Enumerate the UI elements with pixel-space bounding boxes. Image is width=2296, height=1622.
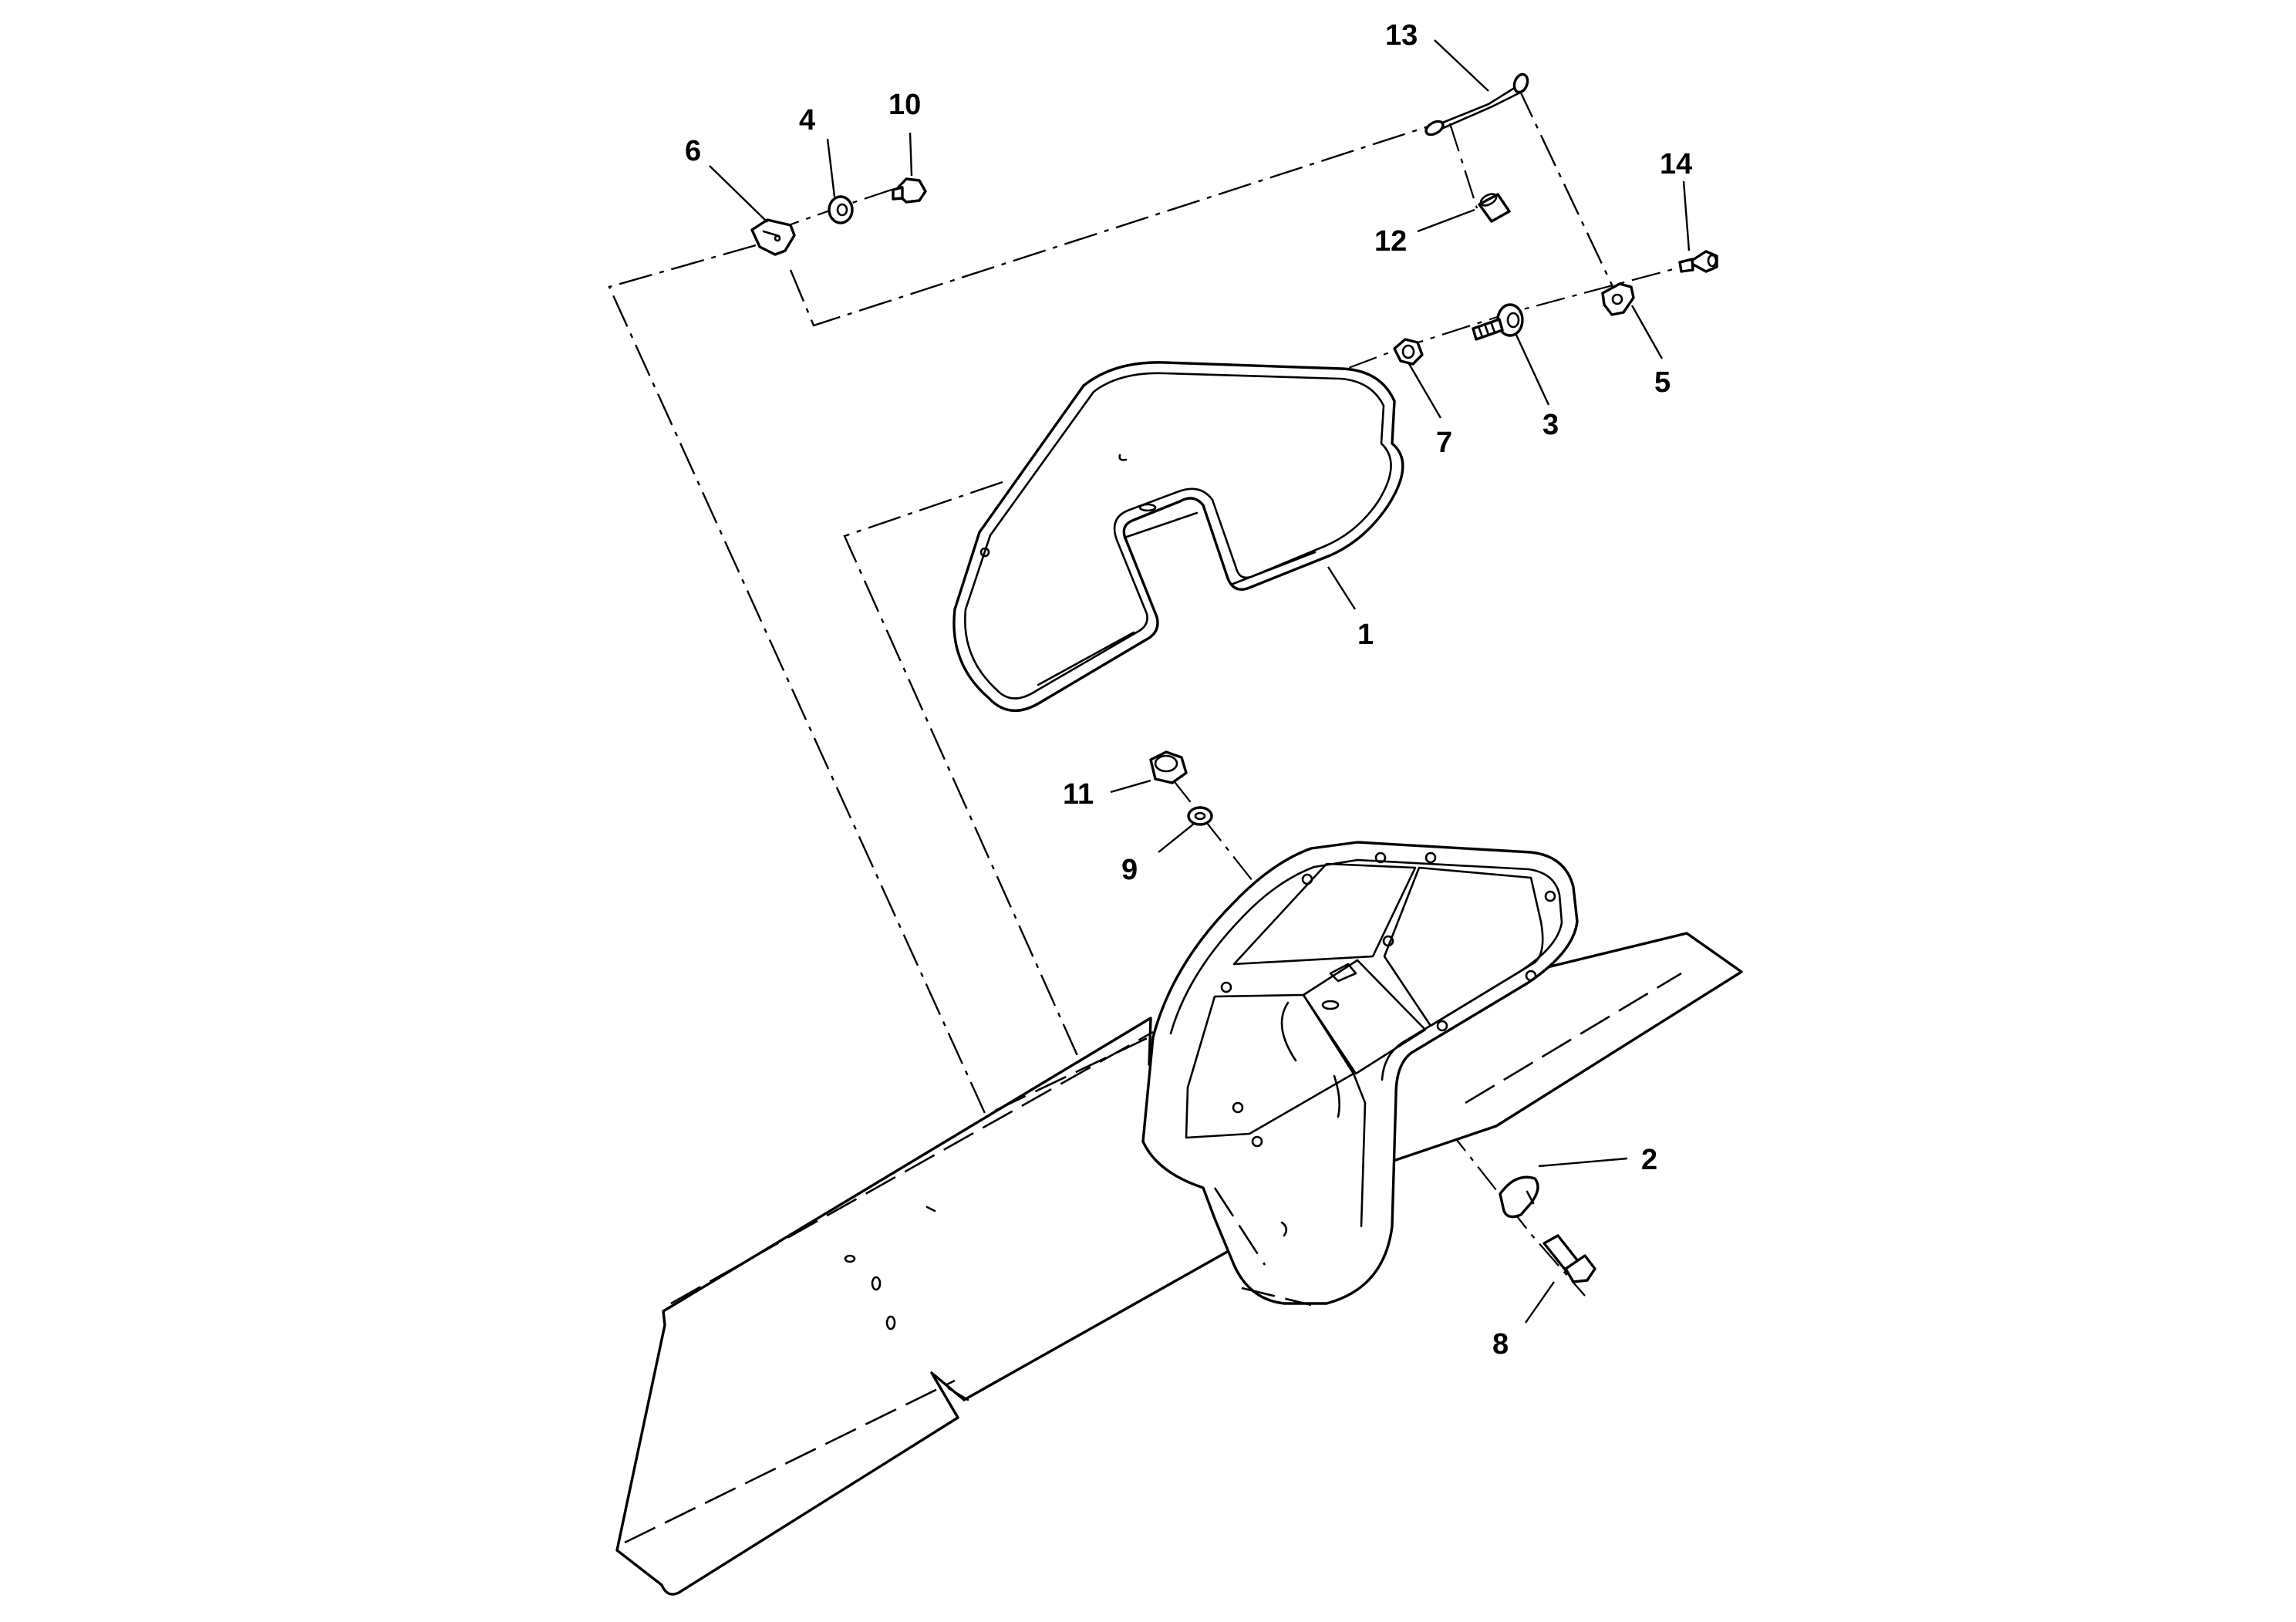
callout-3: 3 xyxy=(1542,409,1559,441)
callout-13: 13 xyxy=(1385,19,1418,52)
base-plate xyxy=(615,932,1743,1596)
callout-11: 11 xyxy=(1063,778,1094,811)
leader-lines xyxy=(709,39,1691,1324)
part-10-bolt xyxy=(892,177,927,204)
callout-2: 2 xyxy=(1641,1144,1657,1176)
callout-9: 9 xyxy=(1121,854,1138,886)
part-11-grommet xyxy=(1149,750,1188,784)
part-7-nut xyxy=(1393,338,1424,366)
dash-housing xyxy=(1141,841,1579,1307)
callout-labels: 1 2 3 4 5 6 7 8 9 10 11 12 13 14 xyxy=(685,19,1692,1361)
callout-4: 4 xyxy=(799,104,815,137)
callout-5: 5 xyxy=(1654,366,1671,399)
part-5-clip xyxy=(1601,282,1635,316)
part-1-cover-frame xyxy=(952,361,1404,712)
part-8-bolt xyxy=(1542,1234,1596,1283)
callout-10: 10 xyxy=(888,89,921,121)
callout-7: 7 xyxy=(1436,427,1452,459)
part-6-bracket xyxy=(750,218,796,256)
callout-6: 6 xyxy=(685,135,701,167)
part-4-washer xyxy=(828,195,854,224)
callout-14: 14 xyxy=(1660,148,1692,180)
callout-1: 1 xyxy=(1357,619,1374,651)
part-12-sleeve xyxy=(1478,193,1511,223)
part-9-washer xyxy=(1187,806,1213,826)
callout-12: 12 xyxy=(1374,225,1407,258)
part-14-bolt xyxy=(1678,250,1718,273)
part-2-plate xyxy=(1499,1175,1539,1219)
part-13-cable xyxy=(1424,73,1529,137)
part-3-knob xyxy=(1472,303,1524,341)
callout-8: 8 xyxy=(1492,1328,1509,1361)
